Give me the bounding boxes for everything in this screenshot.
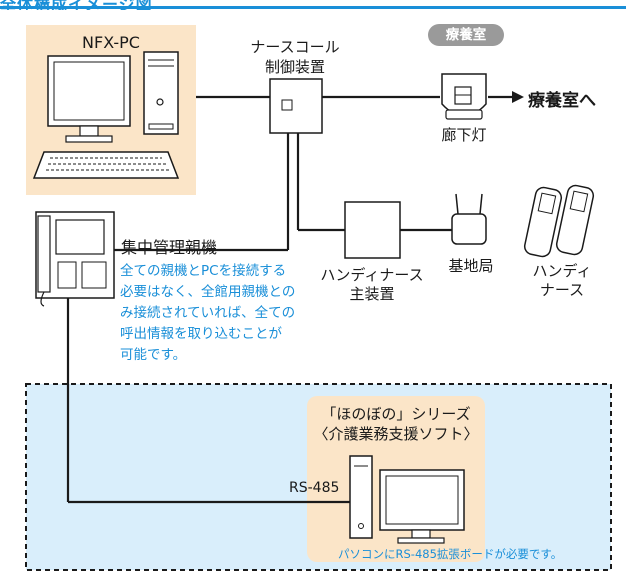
nfx-pc-monitor-icon — [47, 55, 131, 143]
honobono-monitor-icon — [379, 469, 465, 544]
nfx-pc-label: NFX-PC — [82, 33, 140, 52]
room-badge-label: 療養室 — [445, 27, 487, 43]
nfx-pc-tower-icon — [143, 51, 179, 135]
connection-lines — [66, 95, 512, 504]
nfx-pc-keyboard-icon — [32, 151, 180, 179]
header-title: 全体構成イメージ図 — [0, 0, 153, 10]
corridor-light-icon — [441, 73, 487, 120]
handy-nurse-handset-icon — [523, 184, 595, 258]
room-arrow-label: 療養室へ — [528, 91, 596, 111]
rs485-label: RS-485 — [289, 480, 340, 496]
header-rule — [0, 6, 626, 9]
handy-nurse-main-icon — [344, 201, 401, 259]
central-console-note: 全ての親機とPCを接続する 必要はなく、全館用親機との み接続されていれば、全て… — [120, 263, 296, 363]
honobono-pc-tower-icon — [349, 455, 373, 539]
central-console-label: 集中管理親機 — [121, 238, 218, 257]
room-badge — [428, 24, 504, 46]
corridor-light-label: 廊下灯 — [441, 126, 487, 144]
base-station-icon — [451, 193, 487, 245]
handy-nurse-main-label: ハンディナース 主装置 — [320, 266, 424, 303]
handy-nurse-label: ハンディ ナース — [532, 262, 592, 299]
central-console-icon — [35, 211, 115, 307]
honobono-series-label: 「ほのぼの」シリーズ 〈介護業務支援ソフト〉 — [313, 405, 479, 443]
arrow-head — [512, 91, 524, 103]
pc-requirement-note: パソコンにRS-485拡張ボードが必要です。 — [338, 547, 563, 561]
nurse-call-controller-icon — [269, 78, 323, 134]
nurse-call-controller-label: ナースコール 制御装置 — [250, 38, 340, 76]
base-station-label: 基地局 — [448, 257, 494, 275]
